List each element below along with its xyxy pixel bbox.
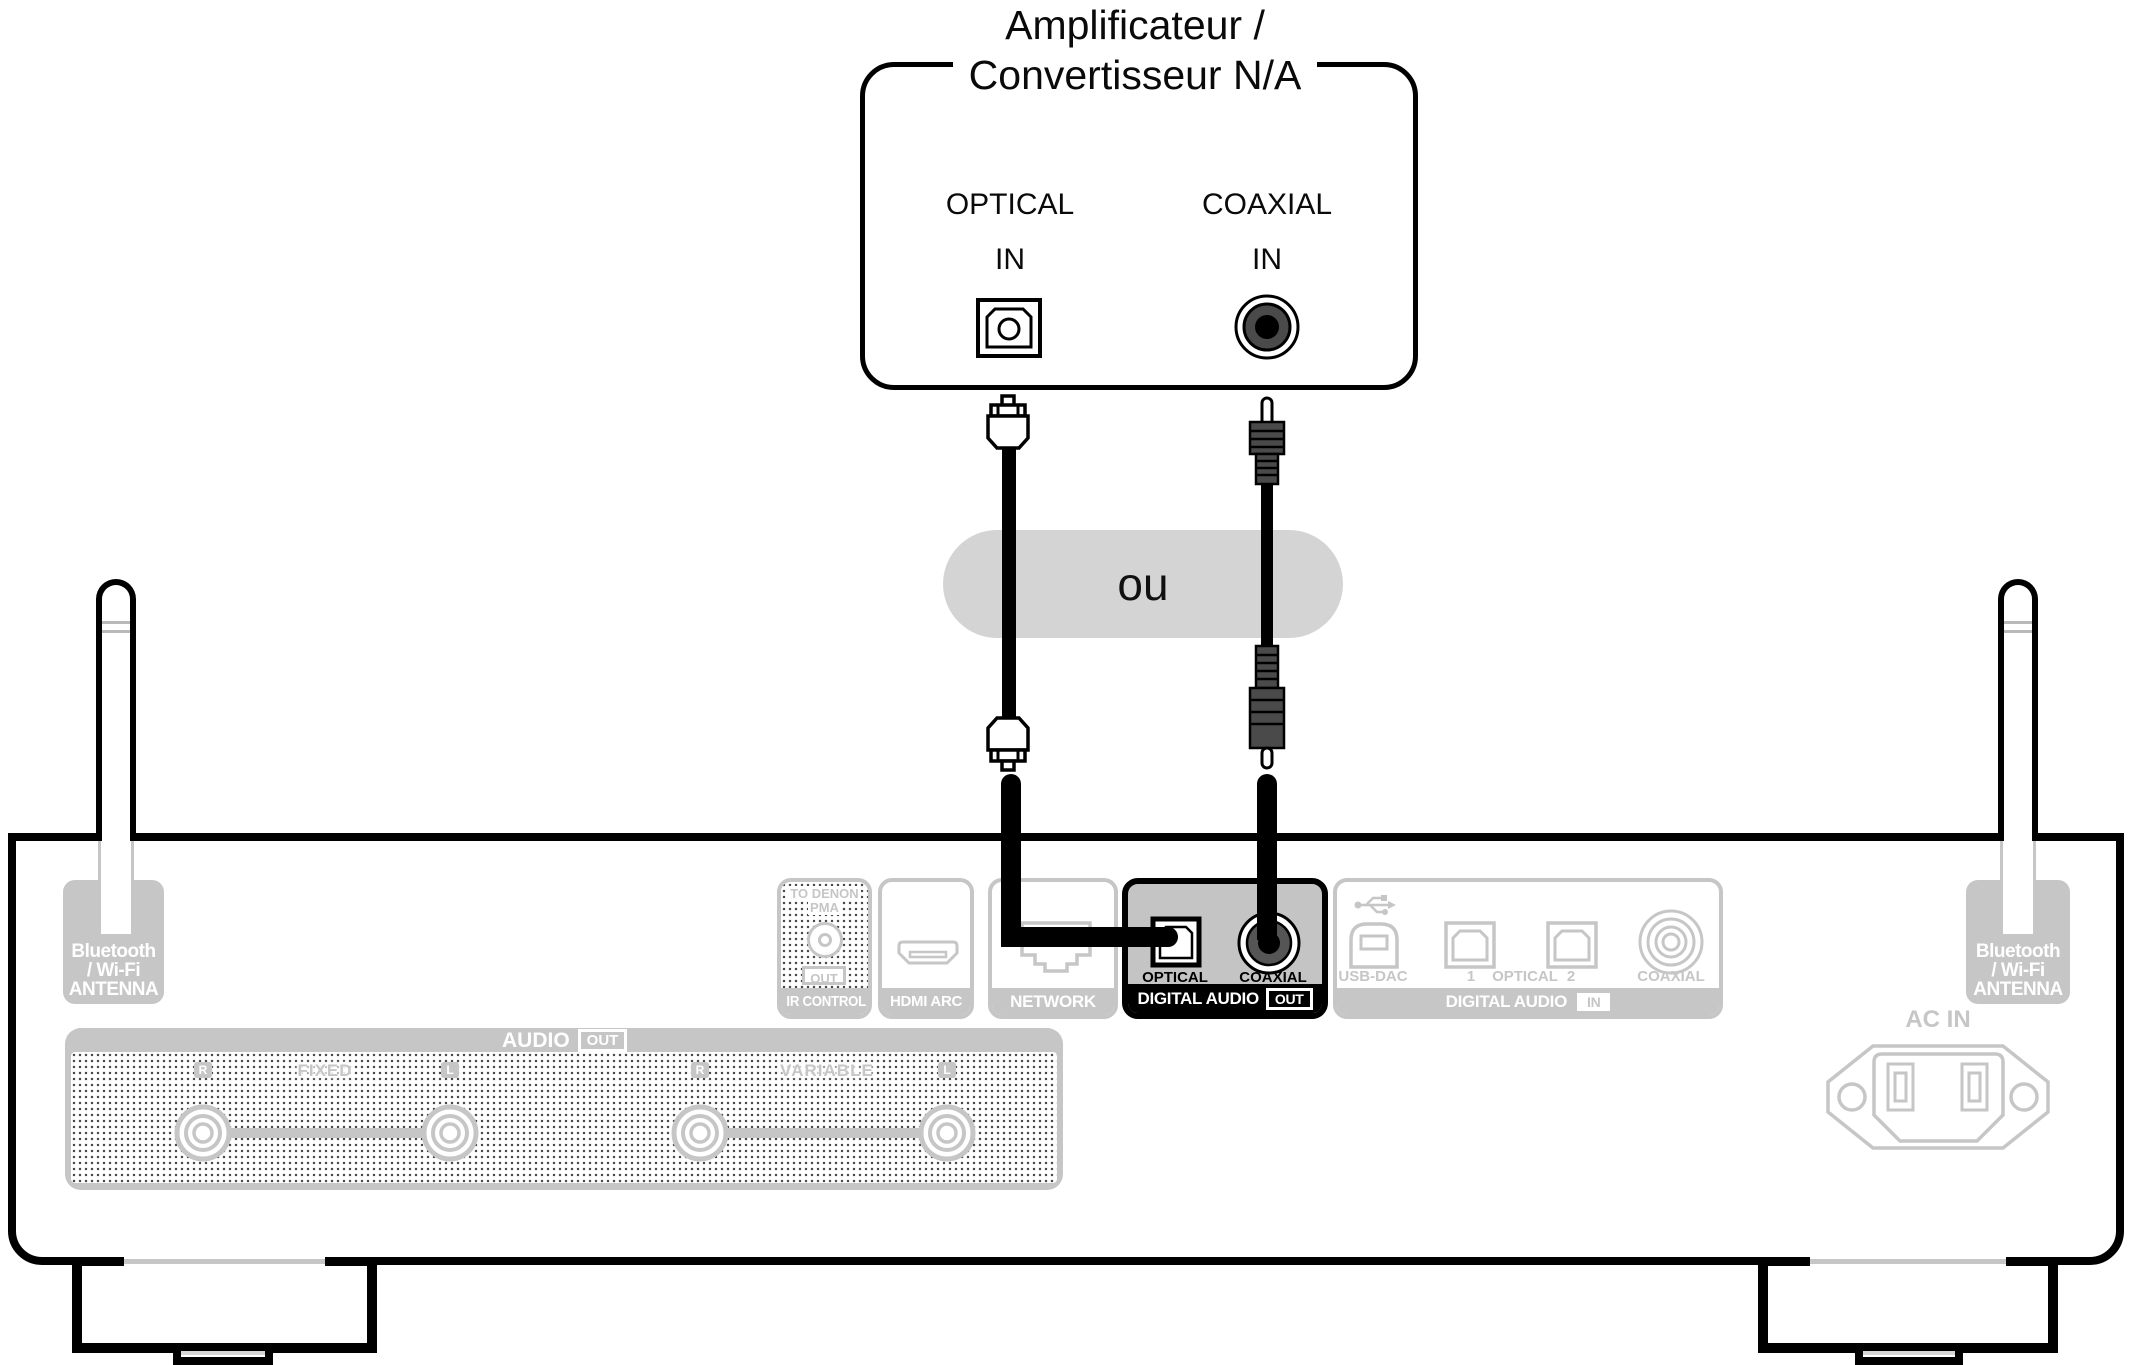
to-denon-pma-label: TO DENON PMA <box>788 886 861 915</box>
optical2-number: 2 <box>1566 968 1576 985</box>
rca-jack-variable-l-icon <box>917 1103 977 1163</box>
digital-in-coaxial-label: COAXIAL <box>1637 968 1705 985</box>
rca-jack-fixed-l-icon <box>420 1103 480 1163</box>
variable-jack-bar <box>700 1128 947 1138</box>
fixed-l-badge: L <box>441 1062 459 1078</box>
digital-out-optical-label: OPTICAL <box>1142 969 1208 986</box>
digital-in-optical1-port-icon <box>1443 920 1497 970</box>
antenna-mount-right <box>2000 841 2036 937</box>
optical-in-label: OPTICAL IN <box>930 190 1090 275</box>
antenna-left <box>96 579 136 841</box>
antenna-right <box>1998 579 2038 841</box>
audio-out-jack-area <box>71 1052 1057 1183</box>
foot-left-lip <box>173 1351 273 1365</box>
foot-right <box>1758 1257 2058 1353</box>
amplifier-title-line2: Convertisseur N/A <box>952 52 1318 98</box>
optical-cable-plug-top-icon <box>985 394 1031 452</box>
variable-r-badge: R <box>691 1062 709 1078</box>
rca-jack-variable-r-icon <box>670 1103 730 1163</box>
network-strip: NETWORK <box>992 988 1114 1015</box>
digital-audio-out-section: OPTICAL COAXIAL DIGITAL AUDIO OUT <box>1122 878 1328 1019</box>
usb-dac-port-icon <box>1347 920 1401 970</box>
coaxial-cable-middle <box>1261 484 1273 646</box>
coaxial-in-port-icon <box>1233 293 1301 361</box>
digital-in-optical-label: OPTICAL <box>1492 968 1558 985</box>
coaxial-in-sub: IN <box>1252 243 1282 276</box>
variable-label: VARIABLE <box>780 1061 874 1080</box>
digital-audio-in-section: USB-DAC 1 OPTICAL 2 COAXIAL DIGITAL AUDI… <box>1333 878 1723 1019</box>
optical-cable-lower-vertical <box>1001 774 1021 947</box>
digital-in-coaxial-port-icon <box>1637 908 1705 976</box>
ac-inlet-icon <box>1826 1044 2050 1150</box>
coaxial-cable-plug-bottom-icon <box>1243 644 1291 770</box>
in-badge: IN <box>1577 992 1611 1011</box>
fixed-jack-bar <box>203 1128 450 1138</box>
fixed-r-badge: R <box>194 1062 212 1078</box>
coaxial-cable-lower <box>1257 774 1277 940</box>
ac-in-label: AC IN <box>1905 1006 1971 1033</box>
optical-in-sub: IN <box>995 243 1025 276</box>
variable-l-badge: L <box>938 1062 956 1078</box>
optical1-number: 1 <box>1466 968 1476 985</box>
coaxial-in-label: COAXIAL IN <box>1187 190 1347 275</box>
ir-jack-icon <box>807 922 843 958</box>
usb-icon <box>1353 892 1397 916</box>
audio-out-badge: OUT <box>577 1029 628 1052</box>
fixed-label: FIXED <box>297 1061 353 1080</box>
optical-cable-upper <box>1002 448 1016 720</box>
hdmi-arc-strip: HDMI ARC <box>882 988 970 1015</box>
digital-audio-in-strip: DIGITAL AUDIO IN <box>1337 988 1719 1015</box>
digital-out-coaxial-label: COAXIAL <box>1239 969 1307 986</box>
antenna-mount-left <box>98 841 134 937</box>
foot-left <box>72 1257 377 1353</box>
ir-out-badge: OUT <box>802 966 846 986</box>
hdmi-port-icon <box>895 940 961 968</box>
amplifier-title: Amplificateur / Convertisseur N/A <box>810 0 1460 100</box>
optical-cable-lower-horizontal <box>1001 927 1178 947</box>
ir-control-section: TO DENON PMA OUT IR CONTROL <box>777 878 872 1019</box>
optical-cable-plug-bottom-icon <box>985 714 1031 772</box>
digital-in-optical2-port-icon <box>1545 920 1599 970</box>
rca-jack-fixed-r-icon <box>173 1103 233 1163</box>
digital-audio-out-strip: DIGITAL AUDIO OUT <box>1128 984 1322 1013</box>
audio-out-header: AUDIO OUT <box>502 1029 628 1052</box>
usb-dac-label: USB-DAC <box>1338 968 1408 985</box>
coaxial-cable-plug-top-icon <box>1243 396 1291 486</box>
out-badge: OUT <box>1265 987 1313 1010</box>
ir-control-strip: IR CONTROL <box>781 988 868 1015</box>
hdmi-arc-section: HDMI ARC <box>878 878 974 1019</box>
or-label: ou <box>1117 558 1169 610</box>
foot-right-lip <box>1855 1351 1963 1365</box>
antenna-label-left: Bluetooth / Wi-Fi ANTENNA <box>63 880 164 1004</box>
amplifier-title-line1: Amplificateur / <box>1005 2 1265 48</box>
optical-in-port-icon <box>976 298 1042 358</box>
